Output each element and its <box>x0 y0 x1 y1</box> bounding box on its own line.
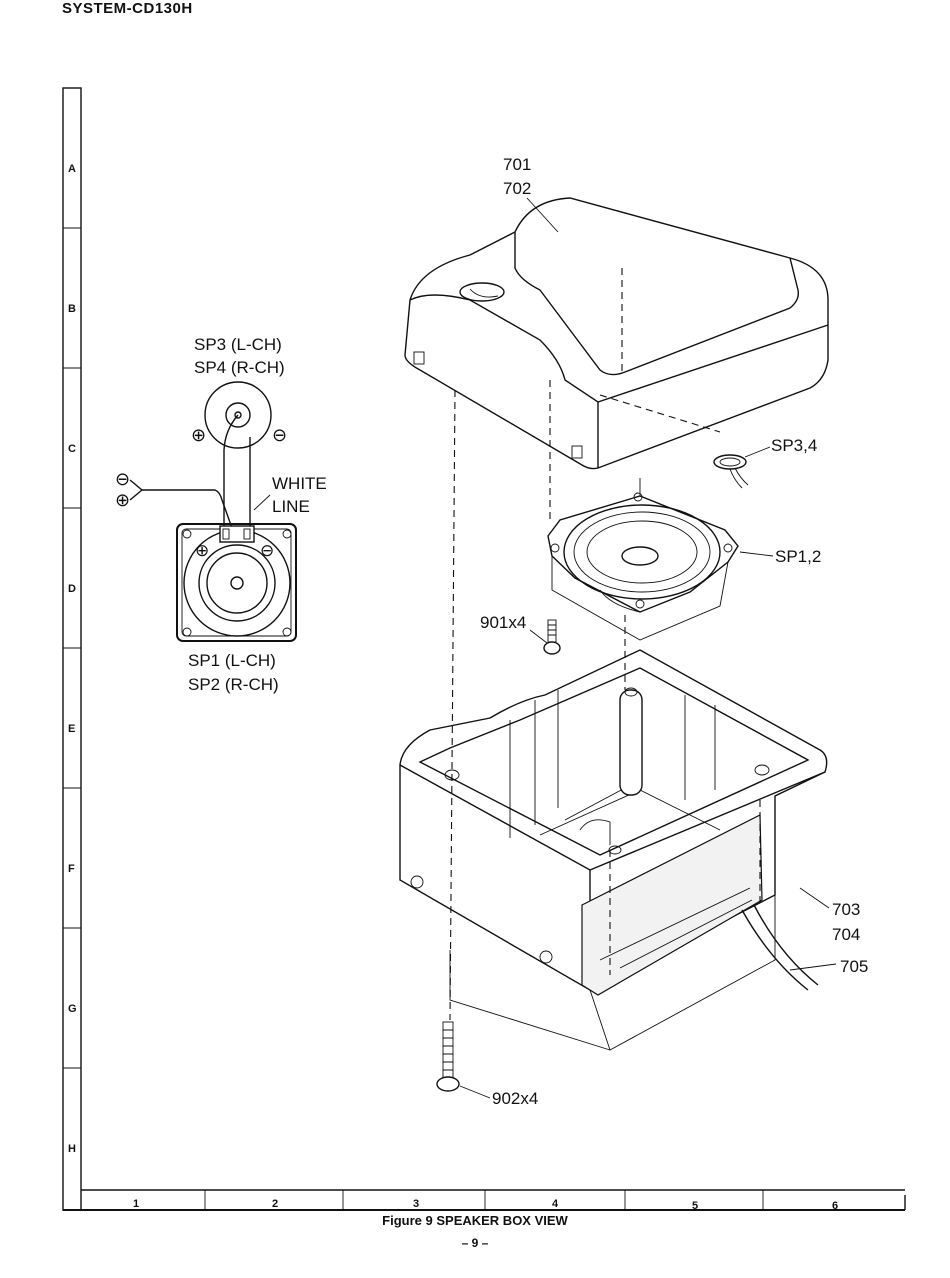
part-702-label: 702 <box>503 179 531 198</box>
exploded-view: 701 702 SP3,4 <box>400 155 868 1108</box>
page-number: – 9 – <box>0 1236 950 1250</box>
screw-902 <box>437 1022 459 1091</box>
white-line-label-1: WHITE <box>272 474 327 493</box>
row-label-e: E <box>68 723 75 735</box>
col-label-4: 4 <box>552 1198 559 1210</box>
row-label-a: A <box>68 163 76 175</box>
part-901-label: 901x4 <box>480 613 526 632</box>
row-label-d: D <box>68 583 76 595</box>
part-sp12-label: SP1,2 <box>775 547 821 566</box>
col-label-5: 5 <box>692 1200 698 1212</box>
row-label-g: G <box>68 1003 77 1015</box>
figure-caption: Figure 9 SPEAKER BOX VIEW <box>0 1213 950 1228</box>
speaker-enclosure <box>400 650 827 1050</box>
wiring-diagram: SP3 (L-CH) SP4 (R-CH) ⊕ ⊖ ⊖ ⊕ WHITE LINE <box>115 335 327 694</box>
woofer-part <box>548 478 738 640</box>
input-plus-symbol: ⊕ <box>115 490 130 510</box>
top-cover <box>405 198 828 469</box>
row-label-b: B <box>68 303 76 315</box>
tweeter-label-rch: SP4 (R-CH) <box>194 358 285 377</box>
col-label-6: 6 <box>832 1200 838 1212</box>
tweeter-label-lch: SP3 (L-CH) <box>194 335 282 354</box>
woofer-minus-symbol: ⊖ <box>260 541 274 560</box>
tweeter-plus-symbol: ⊕ <box>191 425 206 445</box>
woofer-label-lch: SP1 (L-CH) <box>188 651 276 670</box>
part-701-label: 701 <box>503 155 531 174</box>
woofer-label-rch: SP2 (R-CH) <box>188 675 279 694</box>
col-label-3: 3 <box>413 1198 419 1210</box>
part-703-label: 703 <box>832 900 860 919</box>
white-line-label-2: LINE <box>272 497 310 516</box>
col-label-2: 2 <box>272 1198 278 1210</box>
part-sp34-label: SP3,4 <box>771 436 817 455</box>
tweeter-minus-symbol: ⊖ <box>272 425 287 445</box>
screw-901 <box>544 620 560 654</box>
tweeter-part <box>714 455 748 488</box>
col-label-1: 1 <box>133 1198 139 1210</box>
part-705-label: 705 <box>840 957 868 976</box>
part-902-label: 902x4 <box>492 1089 538 1108</box>
row-label-f: F <box>68 863 75 875</box>
input-minus-symbol: ⊖ <box>115 469 130 489</box>
row-label-h: H <box>68 1143 76 1155</box>
part-704-label: 704 <box>832 925 860 944</box>
woofer-plus-symbol: ⊕ <box>195 541 209 560</box>
row-label-c: C <box>68 443 76 455</box>
